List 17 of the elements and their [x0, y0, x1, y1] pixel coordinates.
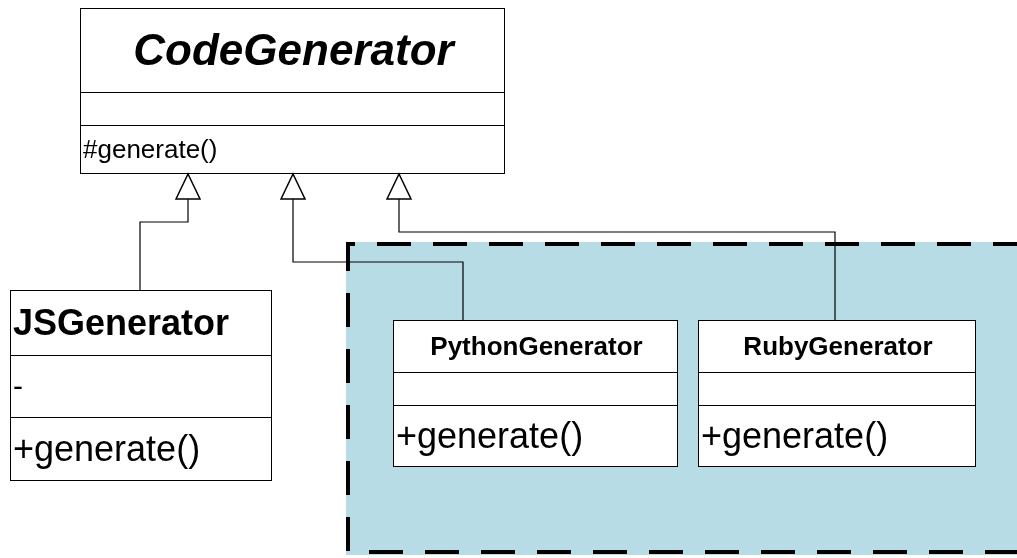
class-name: RubyGenerator	[743, 331, 933, 363]
inheritance-arrow	[280, 173, 464, 321]
attribute-text: -	[13, 369, 23, 404]
class-box	[698, 320, 976, 467]
method-text: #generate()	[83, 133, 218, 165]
class-box	[10, 290, 272, 481]
method-text: +generate()	[13, 427, 201, 470]
class-box	[393, 320, 678, 467]
class-box	[80, 8, 505, 174]
inheritance-arrow	[139, 173, 201, 291]
method-text: +generate()	[396, 414, 584, 457]
class-name: CodeGenerator	[133, 25, 454, 76]
inheritance-arrow	[386, 173, 836, 321]
package-region	[346, 242, 1017, 555]
class-name: PythonGenerator	[430, 331, 643, 363]
class-name: JSGenerator	[13, 302, 230, 345]
method-text: +generate()	[701, 414, 889, 457]
